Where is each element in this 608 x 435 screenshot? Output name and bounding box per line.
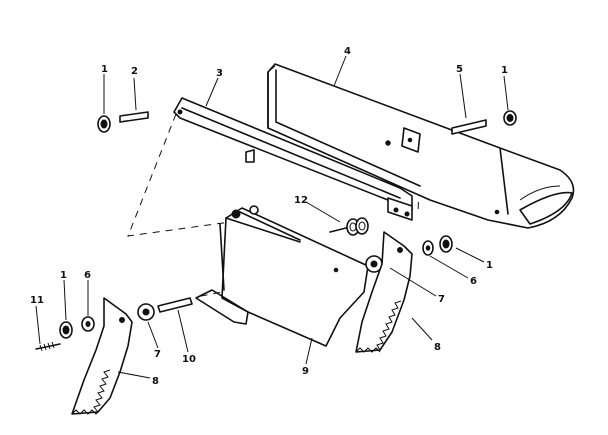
callout-3: 3	[216, 68, 223, 79]
callout-6-left: 6	[84, 270, 91, 281]
spring	[329, 217, 369, 236]
bracket-plate	[195, 205, 369, 347]
top-hardware	[97, 110, 517, 135]
callout-1-top-right: 1	[501, 65, 508, 76]
callout-11: 11	[30, 295, 44, 306]
callout-2: 2	[131, 66, 138, 77]
right-pawl	[355, 231, 413, 353]
callout-7-right: 7	[438, 294, 445, 305]
support-arm	[173, 97, 413, 221]
blade-guard-cover	[267, 63, 575, 229]
left-pawl	[71, 297, 133, 415]
callout-leaders	[35, 55, 509, 379]
callout-6-right: 6	[470, 276, 477, 287]
callout-12: 12	[294, 195, 308, 206]
callout-1-top-left: 1	[101, 64, 108, 75]
callout-4: 4	[344, 46, 351, 57]
left-hardware	[35, 297, 193, 352]
callout-7-left: 7	[154, 349, 161, 360]
callout-labels: 1 2 3 4 5 1 12 1 6 7 8 11 1 6 7 10 9 8	[30, 46, 508, 387]
callout-9: 9	[302, 366, 309, 377]
callout-1-right: 1	[486, 260, 493, 271]
callout-1-left: 1	[60, 270, 67, 281]
callout-8-left: 8	[152, 376, 159, 387]
callout-10: 10	[182, 354, 196, 365]
callout-8-right: 8	[434, 342, 441, 353]
callout-5: 5	[456, 64, 463, 75]
